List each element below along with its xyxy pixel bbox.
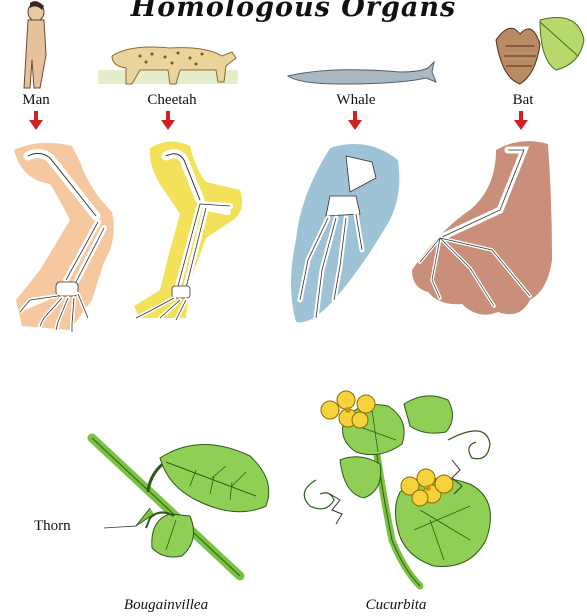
cheetah-figure <box>98 47 238 84</box>
arrow-man <box>29 111 43 130</box>
arrow-bat <box>514 111 528 130</box>
bat-figure <box>496 18 584 85</box>
caption-bougainvillea: Bougainvillea <box>86 597 246 614</box>
caption-cucurbita: Cucurbita <box>316 597 476 614</box>
whale-figure <box>288 62 436 84</box>
man-figure <box>24 1 46 88</box>
cheetah-forelimb <box>134 141 242 320</box>
arrow-whale <box>348 111 362 130</box>
whale-forelimb <box>291 144 399 323</box>
bat-forelimb <box>412 141 552 315</box>
man-forelimb <box>14 143 114 332</box>
thorn-label: Thorn <box>34 518 71 535</box>
cucurbita-plant <box>304 391 490 586</box>
bougainvillea-plant <box>92 438 269 576</box>
arrow-cheetah <box>161 111 175 130</box>
